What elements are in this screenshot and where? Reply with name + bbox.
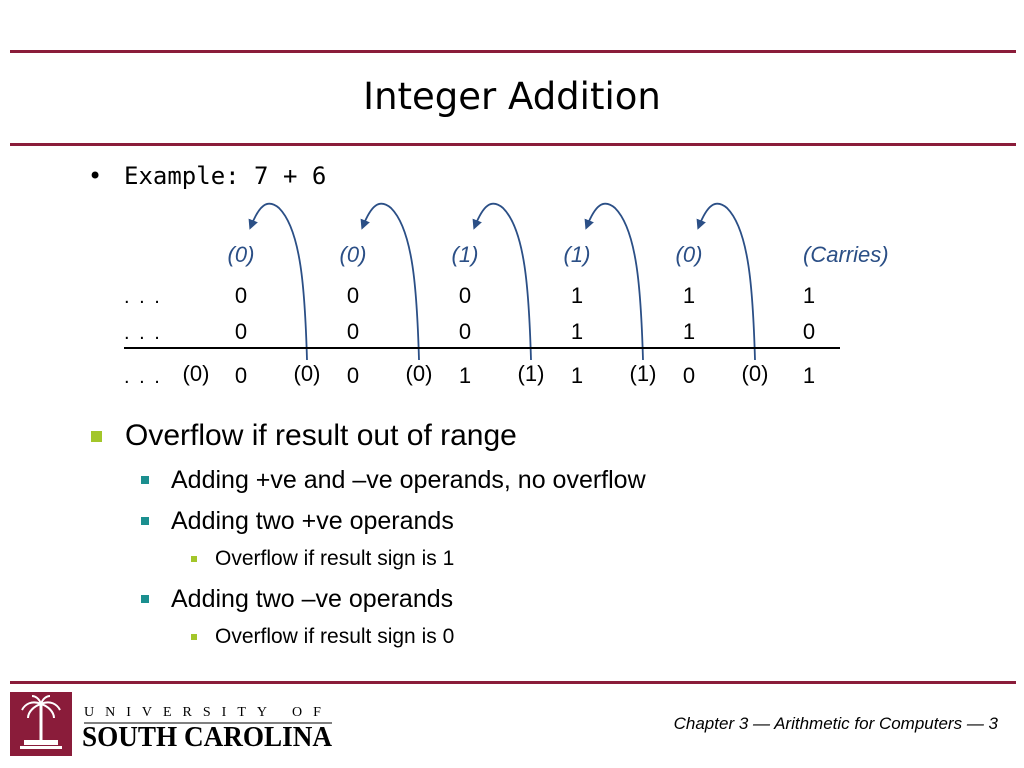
- carry-label: (0): [228, 242, 255, 267]
- carry-arrow: [584, 202, 644, 361]
- result-digit: 0: [347, 363, 359, 388]
- square-bullet-icon: [141, 517, 149, 525]
- square-bullet-icon: [141, 476, 149, 484]
- result-carry: (0): [294, 361, 321, 386]
- result-digit: 1: [571, 363, 583, 388]
- carry-arrow: [696, 202, 756, 361]
- bullet-text: Overflow if result out of range: [125, 419, 517, 452]
- result-digit: 0: [683, 363, 695, 388]
- result-digit: 1: [459, 363, 471, 388]
- result-carry: (0): [406, 361, 433, 386]
- carry-arrow: [472, 202, 532, 361]
- bullet-text: Overflow if result sign is 1: [215, 547, 455, 570]
- operand2-digit: 0: [235, 319, 247, 344]
- bullet-text: Overflow if result sign is 0: [215, 625, 455, 648]
- operand1-digit: 0: [459, 283, 471, 308]
- result-carry: (0): [183, 361, 210, 386]
- row-prefix-dots: . . .: [124, 322, 162, 344]
- bullet-text: Adding two +ve operands: [171, 507, 454, 535]
- operand1-digit: 1: [803, 283, 815, 308]
- carry-label: (1): [452, 242, 479, 267]
- operand2-digit: 1: [571, 319, 583, 344]
- operand1-digit: 0: [235, 283, 247, 308]
- square-bullet-icon: [191, 634, 197, 640]
- result-digit: 1: [803, 363, 815, 388]
- bullet-dot: •: [88, 162, 103, 190]
- palmetto-tree-icon: [20, 695, 62, 749]
- university-logo: UNIVERSITY OF SOUTH CAROLINA: [10, 692, 332, 756]
- operand2-digit: 1: [683, 319, 695, 344]
- example-line: • Example: 7 + 6: [88, 160, 326, 192]
- operand-rows: . . . . . . . . . 0 0 0 1 1 1 0 0 0 1 1 0 (0) (0) (0) (1) (…: [124, 283, 815, 388]
- bullet-level-2: Adding two –ve operands: [141, 584, 454, 614]
- result-digit: 0: [235, 363, 247, 388]
- carry-arrows: [248, 202, 756, 361]
- operand2-digit: 0: [803, 319, 815, 344]
- footer-rule: [10, 681, 1016, 684]
- result-carry: (1): [630, 361, 657, 386]
- square-bullet-icon: [191, 556, 197, 562]
- result-carry: (1): [518, 361, 545, 386]
- result-carry: (0): [742, 361, 769, 386]
- square-bullet-icon: [141, 595, 149, 603]
- bullet-level-3: Overflow if result sign is 0: [191, 624, 455, 650]
- operand1-digit: 1: [683, 283, 695, 308]
- operand2-digit: 0: [347, 319, 359, 344]
- bullet-level-1: Overflow if result out of range: [91, 418, 517, 454]
- carry-arrow: [360, 202, 420, 361]
- footer-chapter-text: Chapter 3 — Arithmetic for Computers — 3: [673, 714, 998, 733]
- example-label: Example: 7 + 6: [124, 162, 327, 190]
- operand1-digit: 0: [347, 283, 359, 308]
- bullet-level-2: Adding two +ve operands: [141, 506, 454, 536]
- row-prefix-dots: . . .: [124, 286, 162, 308]
- bullet-level-2: Adding +ve and –ve operands, no overflow: [141, 465, 646, 495]
- operand2-digit: 0: [459, 319, 471, 344]
- carry-arrow: [248, 202, 308, 361]
- bullet-level-3: Overflow if result sign is 1: [191, 546, 455, 572]
- carry-label: (0): [340, 242, 367, 267]
- square-bullet-icon: [91, 431, 102, 442]
- slide-title: Integer Addition: [363, 75, 661, 118]
- carry-label: (0): [676, 242, 703, 267]
- top-rule: [10, 50, 1016, 53]
- logo-line-1: UNIVERSITY OF: [84, 705, 332, 720]
- bullet-text: Adding two –ve operands: [171, 585, 454, 613]
- row-prefix-dots: . . .: [124, 366, 162, 388]
- carries-caption: (Carries): [803, 242, 889, 267]
- bullet-text: Adding +ve and –ve operands, no overflow: [171, 466, 646, 494]
- carry-label: (1): [564, 242, 591, 267]
- title-underline-rule: [10, 143, 1016, 146]
- carry-label-row: (0) (0) (1) (1) (0): [228, 242, 703, 267]
- operand1-digit: 1: [571, 283, 583, 308]
- logo-line-2: SOUTH CAROLINA: [82, 721, 332, 753]
